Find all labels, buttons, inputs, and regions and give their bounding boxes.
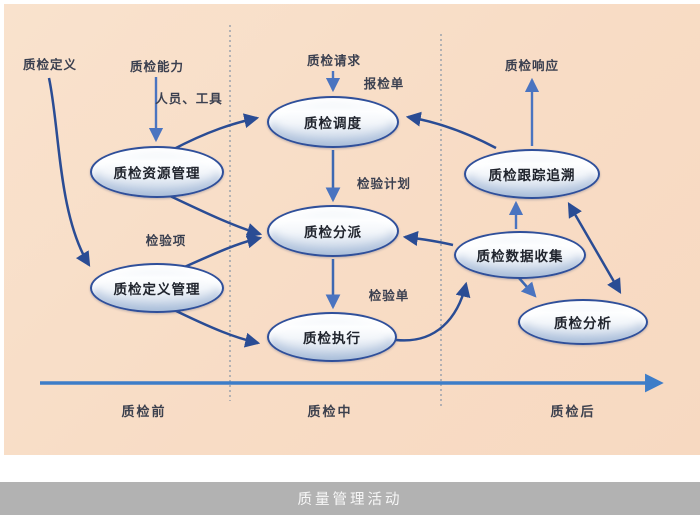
label-inspection-item: 检验项: [145, 233, 187, 248]
node-label: 质检跟踪追溯: [488, 168, 576, 184]
node-qc-analysis: 质检分析: [518, 299, 648, 345]
label-personnel-tools: 人员、工具: [155, 91, 223, 106]
label-inspection-plan: 检验计划: [356, 176, 412, 191]
node-qc-execution: 质检执行: [267, 312, 397, 362]
stage-during-inspection: 质检中: [307, 405, 353, 420]
label-inspection-order: 检验单: [368, 288, 410, 303]
node-label: 质检定义管理: [113, 282, 201, 298]
node-label: 质检调度: [304, 116, 362, 132]
node-qc-dispatch: 质检分派: [267, 205, 399, 257]
diagram-title: 质量管理活动: [297, 492, 403, 508]
node-label: 质检分析: [554, 316, 612, 332]
label-inspection-report: 报检单: [363, 76, 405, 91]
node-qc-tracking-tracing: 质检跟踪追溯: [464, 149, 600, 199]
label-qc-request: 质检请求: [306, 53, 362, 68]
label-qc-response: 质检响应: [504, 58, 560, 73]
stage-post-inspection: 质检后: [550, 405, 596, 420]
node-qc-definition-management: 质检定义管理: [90, 263, 224, 313]
node-label: 质检资源管理: [113, 166, 201, 182]
node-qc-scheduling: 质检调度: [267, 96, 399, 148]
node-label: 质检分派: [304, 225, 362, 241]
footer-caption-bar: 质量管理活动: [0, 482, 700, 515]
node-qc-data-collection: 质检数据收集: [454, 231, 586, 279]
node-label: 质检执行: [303, 331, 361, 347]
label-qc-capability: 质检能力: [129, 59, 185, 74]
node-qc-resource-management: 质检资源管理: [90, 146, 224, 198]
node-label: 质检数据收集: [476, 249, 564, 265]
label-qc-definition: 质检定义: [22, 57, 78, 72]
stage-pre-inspection: 质检前: [121, 405, 167, 420]
